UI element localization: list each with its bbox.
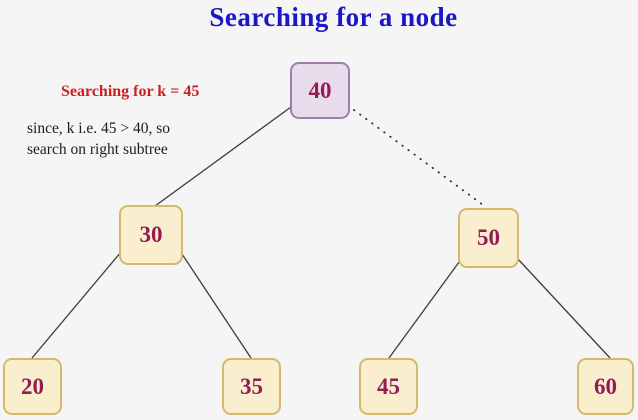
explanation-text: since, k i.e. 45 > 40, so search on righ… xyxy=(27,118,170,160)
tree-node-45: 45 xyxy=(359,358,418,415)
page-title: Searching for a node xyxy=(209,2,458,32)
tree-node-35: 35 xyxy=(222,358,281,415)
edge-40-50-search-path xyxy=(353,109,484,206)
node-value: 60 xyxy=(594,373,617,399)
node-value: 20 xyxy=(21,373,44,399)
tree-node-30: 30 xyxy=(119,205,183,265)
explanation-line-2: search on right subtree xyxy=(27,141,168,158)
edge-30-35 xyxy=(179,250,252,359)
node-value: 45 xyxy=(377,373,400,399)
edge-50-60 xyxy=(516,257,611,359)
tree-node-50: 50 xyxy=(458,208,519,268)
tree-node-40-root: 40 xyxy=(290,62,350,119)
node-value: 35 xyxy=(240,373,263,399)
node-value: 40 xyxy=(308,77,332,103)
tree-node-60: 60 xyxy=(577,358,634,415)
search-key-label: Searching for k = 45 xyxy=(61,83,200,100)
edge-40-30 xyxy=(154,106,292,207)
edge-50-45 xyxy=(388,257,463,359)
node-value: 30 xyxy=(139,222,163,247)
explanation-line-1: since, k i.e. 45 > 40, so xyxy=(27,120,171,137)
edge-30-20 xyxy=(31,251,122,359)
node-value: 50 xyxy=(477,225,500,250)
tree-node-20: 20 xyxy=(3,358,62,415)
